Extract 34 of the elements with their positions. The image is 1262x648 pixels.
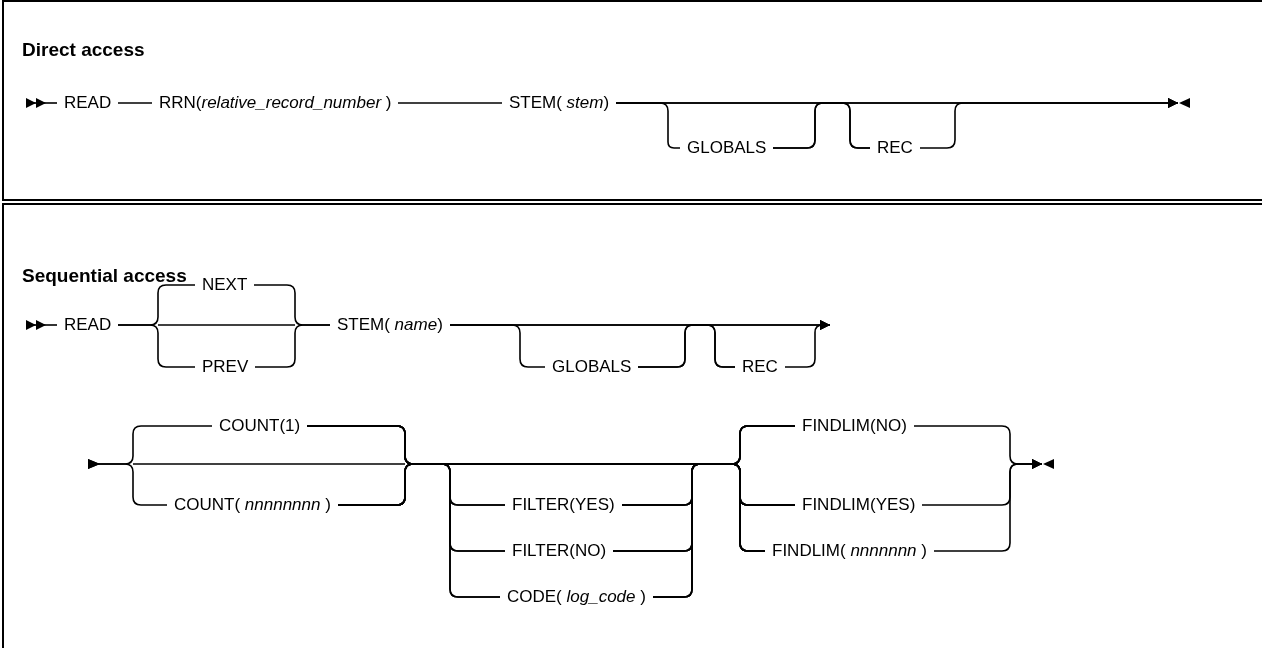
rail-line	[919, 98, 1179, 149]
syntax-panel	[2, 203, 1262, 648]
rail-line	[652, 463, 766, 598]
syntax-keyword: READ	[57, 93, 119, 113]
syntax-keyword: COUNT( nnnnnnnn )	[167, 495, 338, 515]
syntax-keyword: RRN(relative_record_number )	[152, 93, 399, 113]
section-heading: Sequential access	[22, 265, 187, 287]
syntax-panel	[2, 0, 1262, 201]
syntax-keyword: FINDLIM(YES)	[795, 495, 923, 515]
rail-line	[87, 459, 168, 506]
syntax-keyword: FINDLIM(NO)	[795, 416, 914, 436]
rail-line	[784, 320, 831, 368]
rail-line	[117, 324, 196, 368]
syntax-keyword: COUNT(1)	[212, 416, 308, 436]
rail-line	[25, 98, 58, 108]
syntax-keyword: REC	[870, 138, 920, 158]
rail-line	[933, 459, 1043, 552]
syntax-keyword: REC	[735, 357, 785, 377]
rail-line	[117, 102, 153, 104]
syntax-keyword: FILTER(NO)	[505, 541, 614, 561]
rail-line	[25, 320, 58, 330]
syntax-keyword: FINDLIM( nnnnnnn )	[765, 541, 934, 561]
syntax-keyword: GLOBALS	[680, 138, 774, 158]
syntax-keyword: GLOBALS	[545, 357, 639, 377]
syntax-keyword: NEXT	[195, 275, 255, 295]
section-heading: Direct access	[22, 39, 145, 61]
syntax-keyword: STEM( stem)	[502, 93, 617, 113]
syntax-keyword: CODE( log_code )	[500, 587, 653, 607]
syntax-keyword: FILTER(YES)	[505, 495, 622, 515]
rail-line	[397, 102, 503, 104]
rail-line	[254, 324, 331, 368]
syntax-keyword: READ	[57, 315, 119, 335]
syntax-keyword: STEM( name)	[330, 315, 450, 335]
syntax-keyword: PREV	[195, 357, 256, 377]
